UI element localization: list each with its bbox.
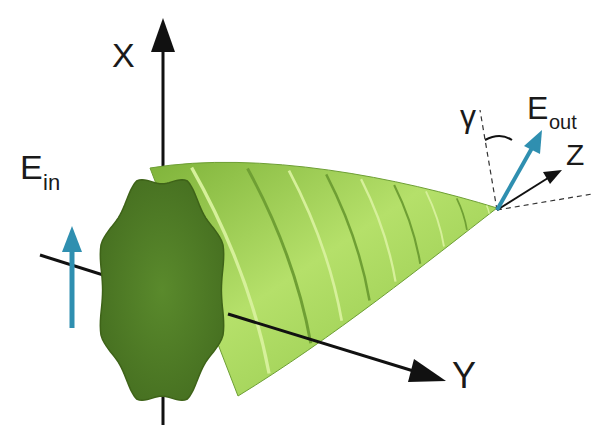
field-label: E <box>527 92 548 124</box>
ridge-line <box>326 174 369 300</box>
axis-label: X <box>112 38 135 72</box>
reference-line <box>480 110 497 210</box>
ridge-line <box>426 191 444 246</box>
angle-label: γ <box>460 100 476 132</box>
e-out-arrow <box>497 148 532 210</box>
subscript-label: out <box>549 112 577 132</box>
horn-cross-section <box>100 180 223 401</box>
ridge-line <box>394 185 420 264</box>
axis-label: Z <box>566 140 584 170</box>
y-axis-front <box>228 314 420 373</box>
angle-arc <box>485 136 512 140</box>
axis-label: Y <box>452 358 476 394</box>
ridge-line <box>487 205 490 213</box>
helical-ridges <box>192 168 490 374</box>
e-out-arrowhead <box>524 130 542 154</box>
ridge-line <box>289 171 342 321</box>
z-arrowhead <box>543 170 562 184</box>
field-label: E <box>20 150 43 184</box>
y-arrowhead <box>408 359 446 382</box>
subscript-label: in <box>43 172 60 194</box>
x-arrowhead <box>151 18 175 52</box>
ridge-line <box>361 179 395 282</box>
ridge-line <box>457 198 467 229</box>
e-in-arrow <box>70 250 75 328</box>
e-in-arrowhead <box>62 226 82 252</box>
